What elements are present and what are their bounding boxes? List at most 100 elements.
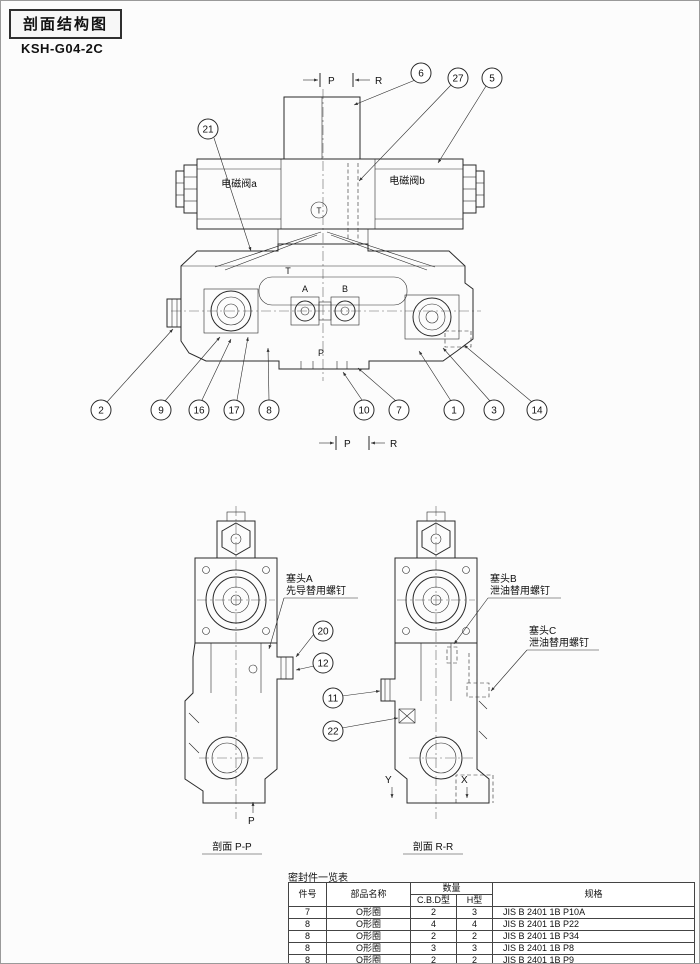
cell-qty-cbd: 2 [410,930,457,943]
pp-port-p-label: P [248,816,255,827]
svg-text:17: 17 [228,406,240,417]
callout-6: 6 [353,62,432,106]
callout-22: 22 [322,717,399,742]
t-symbol: T [317,207,322,216]
callout-16: 16 [188,338,232,421]
plug-c-subtitle: 泄油替用螺钉 [529,636,589,649]
svg-text:1: 1 [451,406,457,417]
plug-b-title: 塞头B [490,572,517,585]
svg-text:12: 12 [317,659,329,670]
cell-spec: JIS B 2401 1B P34 [492,930,696,943]
seal-table-row: 8 O形圈 4 4 JIS B 2401 1B P22 [288,918,696,931]
axis-x-label: X [461,775,468,786]
cell-part-name: O形圈 [326,930,411,943]
cell-qty-h: 2 [455,954,494,963]
cell-qty-h: 3 [455,906,494,919]
callout-5: 5 [437,67,503,164]
col-header-part-no: 件号 [288,882,327,907]
terminal-box [283,96,361,160]
seal-table-row: 8 O形圈 2 2 JIS B 2401 1B P9 [288,954,696,963]
callout-14: 14 [463,344,548,421]
plug-b-label: 塞头B 泄油替用螺钉 [453,572,561,645]
callout-17: 17 [223,336,249,421]
cell-part-no: 8 [288,942,327,955]
cell-part-name: O形圈 [326,918,411,931]
callout-20: 20 [295,620,334,658]
cell-spec: JIS B 2401 1B P8 [492,942,696,955]
section-labels: 剖面 P-P 剖面 R-R [202,840,463,855]
cell-part-no: 7 [288,906,327,919]
svg-text:9: 9 [158,406,164,417]
model-number: KSH-G04-2C [21,41,104,56]
cell-qty-h: 2 [455,930,494,943]
callout-12: 12 [295,652,334,674]
cell-part-name: O形圈 [326,954,411,963]
callout-9: 9 [150,336,221,421]
solenoid-b-label: 电磁阀b [389,174,425,187]
col-header-qty: 数量 [409,882,494,895]
port-p-label: P [318,348,324,358]
flow-arrows-bottom: P R [319,436,397,450]
callout-27: 27 [358,67,469,182]
section-pp-view: P 塞头A 先导替用螺钉 20 12 [184,506,358,827]
flow-arrows-top: P R [303,73,382,87]
cell-part-no: 8 [288,918,327,931]
svg-text:7: 7 [396,406,402,417]
section-rr-label: 剖面 R-R [413,840,454,853]
svg-text:16: 16 [193,406,205,417]
cell-qty-h: 4 [455,918,494,931]
page-title: 剖面结构图 [23,16,109,33]
solenoid-assembly: 电磁阀a 电磁阀b T [175,158,485,241]
callout-7: 7 [357,367,410,421]
seal-table-row: 8 O形圈 3 3 JIS B 2401 1B P8 [288,942,696,955]
col-header-qty-h: H型 [455,894,494,907]
cell-qty-h: 3 [455,942,494,955]
svg-text:2: 2 [98,406,104,417]
svg-text:21: 21 [202,125,214,136]
callout-8: 8 [258,347,280,421]
solenoid-a-label: 电磁阀a [221,177,257,190]
plug-b-subtitle: 泄油替用螺钉 [490,584,550,597]
port-t-label: T [285,266,291,276]
col-header-spec: 规格 [492,882,696,907]
svg-text:10: 10 [358,406,370,417]
arrow-r-label: R [375,76,382,87]
plug-c-label: 塞头C 泄油替用螺钉 [490,624,599,692]
cell-qty-cbd: 3 [410,942,457,955]
svg-text:14: 14 [531,406,543,417]
svg-text:3: 3 [491,406,497,417]
page-title-box: 剖面结构图 [9,9,123,39]
svg-text:8: 8 [266,406,272,417]
cell-spec: JIS B 2401 1B P9 [492,954,696,963]
svg-text:5: 5 [489,74,495,85]
svg-text:20: 20 [317,627,329,638]
main-cross-section: 电磁阀a 电磁阀b T [90,62,548,450]
cell-part-name: O形圈 [326,942,411,955]
axis-y-label: Y [385,775,392,786]
callout-10: 10 [342,371,375,421]
cell-qty-cbd: 4 [410,918,457,931]
plug-a-title: 塞头A [286,572,313,585]
callout-2: 2 [90,328,174,421]
cell-spec: JIS B 2401 1B P22 [492,918,696,931]
section-pp-label: 剖面 P-P [212,840,252,853]
seal-table-row: 8 O形圈 2 2 JIS B 2401 1B P34 [288,930,696,943]
seal-parts-table: 件号 部品名称 数量 规格 C.B.D型 H型 7 O形圈 2 3 JIS B … [288,882,696,963]
callout-21: 21 [197,118,252,252]
cell-spec: JIS B 2401 1B P10A [492,906,696,919]
callout-1: 1 [418,350,465,421]
svg-text:22: 22 [327,727,339,738]
seal-table-title: 密封件一览表 [288,873,348,884]
cell-qty-cbd: 2 [410,954,457,963]
valve-body: T A B P [166,229,474,370]
port-b-label: B [342,284,348,294]
plug-c-title: 塞头C [529,624,556,637]
cell-part-no: 8 [288,954,327,963]
cell-part-no: 8 [288,930,327,943]
col-header-part-name: 部品名称 [326,882,411,907]
arrow-p-label: P [328,76,335,87]
arrow-r-label-bottom: R [390,439,397,450]
seal-table-row: 7 O形圈 2 3 JIS B 2401 1B P10A [288,906,696,919]
callout-3: 3 [442,347,505,421]
